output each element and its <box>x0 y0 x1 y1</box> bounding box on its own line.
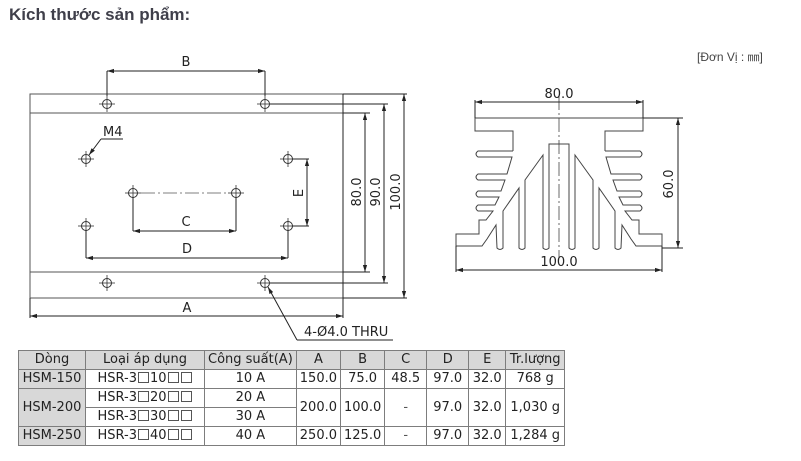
cell-power: 40 A <box>204 426 297 446</box>
placeholder-box-icon <box>137 391 149 402</box>
cell-c: - <box>384 426 428 446</box>
header-d: D <box>426 350 470 370</box>
cell-b: 125.0 <box>339 426 386 446</box>
cell-power: 30 A <box>204 407 297 427</box>
cell-e: 32.0 <box>468 426 507 446</box>
type-code: 30 <box>149 409 167 424</box>
placeholder-box-icon <box>180 429 192 440</box>
dimension-b <box>106 68 266 96</box>
cell-c: 48.5 <box>384 369 428 389</box>
header-e: E <box>468 350 507 370</box>
placeholder-box-icon <box>180 391 192 402</box>
label-b: B <box>182 55 191 70</box>
header-model: Dòng <box>18 350 86 370</box>
spec-table: Dòng Loại áp dụng Công suất(A) A B C D E… <box>18 350 566 446</box>
header-power: Công suất(A) <box>204 350 297 370</box>
placeholder-box-icon <box>137 372 149 383</box>
holes-leader <box>267 286 393 341</box>
cell-model: HSM-200 <box>18 388 86 427</box>
mount-hole-icon <box>98 274 116 292</box>
cell-d: 97.0 <box>426 388 470 427</box>
cell-type: HSR-3 10 <box>85 369 205 389</box>
cell-b: 75.0 <box>339 369 386 389</box>
heatsink-side-view <box>455 117 663 250</box>
placeholder-box-icon <box>180 410 192 421</box>
cell-type: HSR-3 20 <box>85 388 205 408</box>
type-prefix: HSR-3 <box>97 371 137 386</box>
dimension-a <box>29 94 344 319</box>
cell-type: HSR-3 40 <box>85 426 205 446</box>
type-code: 10 <box>149 371 167 386</box>
heatsink-right-fins <box>557 143 663 250</box>
cell-c: - <box>384 388 428 427</box>
cell-b: 100.0 <box>339 388 386 427</box>
label-holes: 4-Ø4.0 THRU <box>304 325 388 340</box>
type-code: 40 <box>149 428 167 443</box>
header-c: C <box>384 350 428 370</box>
heatsink-dimensions <box>455 99 683 273</box>
cell-d: 97.0 <box>426 426 470 446</box>
cell-e: 32.0 <box>468 388 507 427</box>
cell-weight: 768 g <box>505 369 566 389</box>
placeholder-box-icon <box>167 429 179 440</box>
label-c: C <box>181 215 190 230</box>
cell-power: 20 A <box>204 388 297 408</box>
label-90: 90.0 <box>369 178 384 207</box>
type-prefix: HSR-3 <box>97 428 137 443</box>
cell-a: 150.0 <box>295 369 342 389</box>
table-row: HSM-150 HSR-3 10 10 A 150.0 75.0 48.5 97.… <box>18 369 566 389</box>
header-weight: Tr.lượng <box>505 350 566 370</box>
type-code: 20 <box>149 390 167 405</box>
header-b: B <box>339 350 386 370</box>
label-width-top: 80.0 <box>545 87 574 102</box>
label-a: A <box>183 301 192 316</box>
dimension-d <box>85 230 289 261</box>
dimension-height <box>270 93 407 299</box>
label-m4: M4 <box>103 125 123 140</box>
cell-power: 10 A <box>204 369 297 389</box>
type-prefix: HSR-3 <box>97 390 137 405</box>
heatsink-top-plate <box>475 117 644 151</box>
placeholder-box-icon <box>167 372 179 383</box>
header-a: A <box>295 350 342 370</box>
label-100: 100.0 <box>389 173 404 210</box>
cell-e: 32.0 <box>468 369 507 389</box>
type-prefix: HSR-3 <box>97 409 137 424</box>
mount-hole-icon <box>98 95 116 113</box>
placeholder-box-icon <box>137 410 149 421</box>
cell-d: 97.0 <box>426 369 470 389</box>
m4-hole-icon <box>77 150 95 168</box>
label-80: 80.0 <box>350 178 365 207</box>
placeholder-box-icon <box>137 429 149 440</box>
heatsink-left-fins <box>455 143 557 250</box>
placeholder-box-icon <box>167 410 179 421</box>
label-width-bottom: 100.0 <box>540 255 577 270</box>
table-header-row: Dòng Loại áp dụng Công suất(A) A B C D E… <box>18 350 566 370</box>
cell-a: 250.0 <box>295 426 342 446</box>
cell-model: HSM-150 <box>18 369 86 389</box>
page-title: Kích thước sản phẩm: <box>9 5 191 24</box>
dimension-e <box>292 158 310 227</box>
cell-weight: 1,284 g <box>505 426 566 446</box>
cell-type: HSR-3 30 <box>85 407 205 427</box>
table-row: HSR-3 30 30 A <box>19 407 565 427</box>
placeholder-box-icon <box>167 391 179 402</box>
header-type: Loại áp dụng <box>85 350 205 370</box>
label-e: E <box>292 189 307 197</box>
placeholder-box-icon <box>180 372 192 383</box>
dimension-c <box>132 197 237 234</box>
cell-model: HSM-250 <box>18 426 86 446</box>
cell-a: 200.0 <box>295 388 342 427</box>
label-height: 60.0 <box>662 170 677 199</box>
label-d: D <box>182 242 192 257</box>
unit-label: [Đơn Vị : ㎜] <box>697 50 763 64</box>
cell-weight: 1,030 g <box>505 388 566 427</box>
m4-leader <box>88 138 123 156</box>
